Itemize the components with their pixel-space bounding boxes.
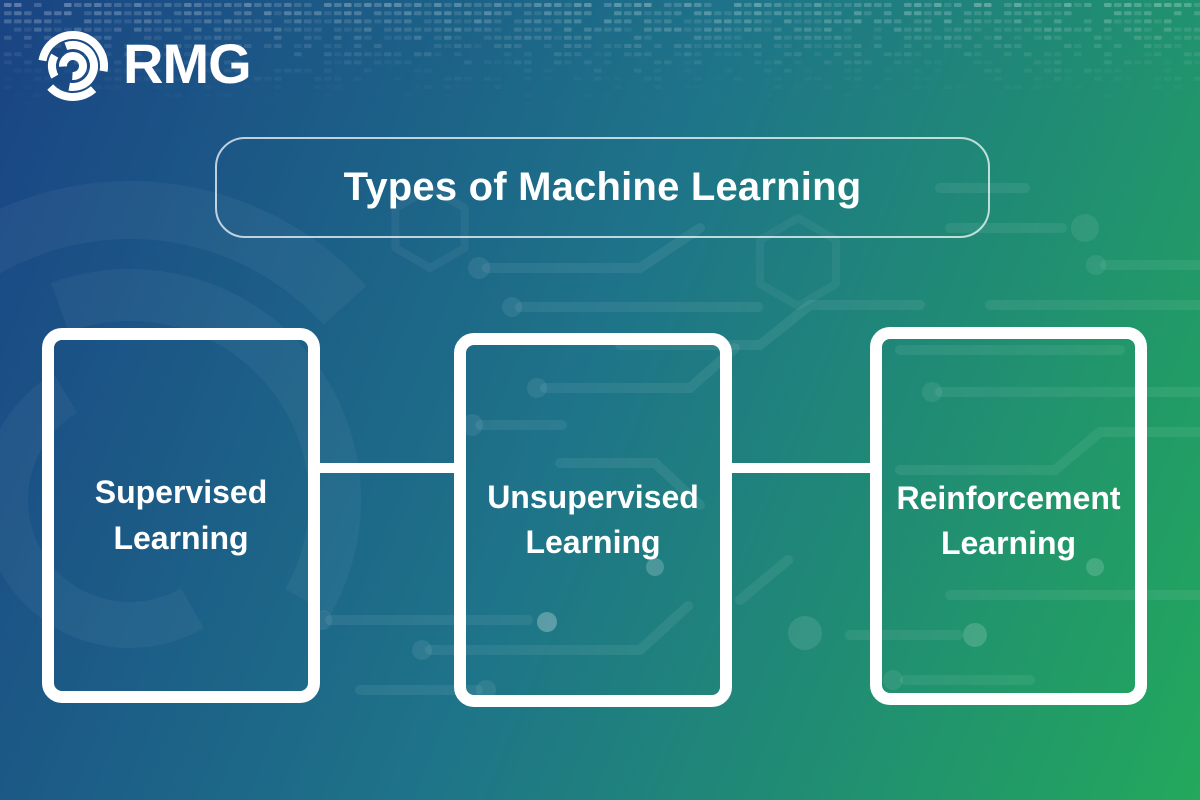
node-label-line: Learning (113, 519, 249, 556)
title-card: Types of Machine Learning (215, 137, 990, 238)
node-label-line: Learning (525, 524, 661, 560)
node-unsupervised-learning: Unsupervised Learning (454, 333, 732, 707)
page-title: Types of Machine Learning (343, 165, 862, 209)
connector-line-supervised-unsupervised (316, 463, 458, 473)
node-label-line: Learning (940, 525, 1077, 561)
node-label-line: Reinforcement (896, 479, 1121, 516)
node-supervised-learning: Supervised Learning (42, 328, 320, 703)
node-reinforcement-learning: Reinforcement Learning (870, 327, 1147, 705)
brand-name: RMG (123, 32, 252, 95)
node-label-line: Unsupervised (487, 478, 699, 515)
connector-line-unsupervised-reinforcement (728, 463, 874, 473)
brand-logo: RMG (38, 30, 252, 102)
node-label-line: Supervised (94, 474, 268, 511)
rmg-logo-icon (38, 30, 108, 102)
